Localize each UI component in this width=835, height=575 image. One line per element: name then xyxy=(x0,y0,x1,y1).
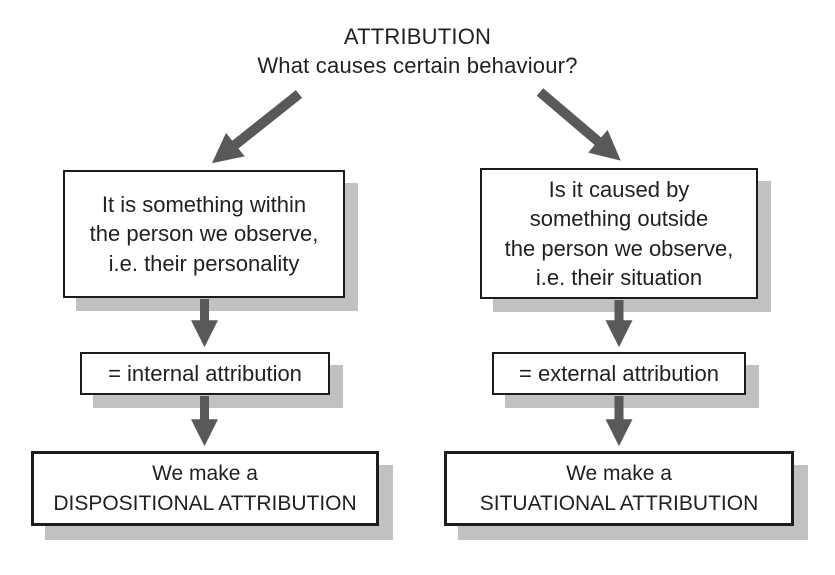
right-result-line-1: We make a xyxy=(566,461,672,485)
left-result-line-2: DISPOSITIONAL ATTRIBUTION xyxy=(53,491,357,515)
chart-title-block: ATTRIBUTION What causes certain behaviou… xyxy=(0,22,835,80)
arrow-title-to-left-cause xyxy=(211,90,303,164)
situational-result-box: We make a SITUATIONAL ATTRIBUTION xyxy=(444,451,794,526)
external-attribution-label: = external attribution xyxy=(519,360,719,386)
left-result-line-1: We make a xyxy=(152,461,258,485)
external-attribution-box: = external attribution xyxy=(492,352,746,395)
right-cause-line-2: something outside xyxy=(529,206,709,232)
right-cause-box: Is it caused by something outside the pe… xyxy=(480,168,758,299)
arrow-title-to-right-cause xyxy=(536,88,621,161)
left-cause-box: It is something within the person we obs… xyxy=(63,170,345,298)
left-cause-line-2: the person we observe, xyxy=(89,221,319,247)
left-cause-line-1: It is something within xyxy=(101,192,307,218)
right-cause-line-1: Is it caused by xyxy=(548,177,690,203)
right-result-line-2: SITUATIONAL ATTRIBUTION xyxy=(479,491,759,515)
chart-title: ATTRIBUTION xyxy=(343,24,492,49)
internal-attribution-box: = internal attribution xyxy=(80,352,330,395)
internal-attribution-label: = internal attribution xyxy=(108,360,302,386)
dispositional-result-box: We make a DISPOSITIONAL ATTRIBUTION xyxy=(31,451,379,526)
chart-subtitle: What causes certain behaviour? xyxy=(257,53,578,79)
left-cause-line-3: i.e. their personality xyxy=(108,250,300,276)
right-cause-line-3: the person we observe, xyxy=(504,235,734,261)
right-cause-line-4: i.e. their situation xyxy=(535,264,703,290)
